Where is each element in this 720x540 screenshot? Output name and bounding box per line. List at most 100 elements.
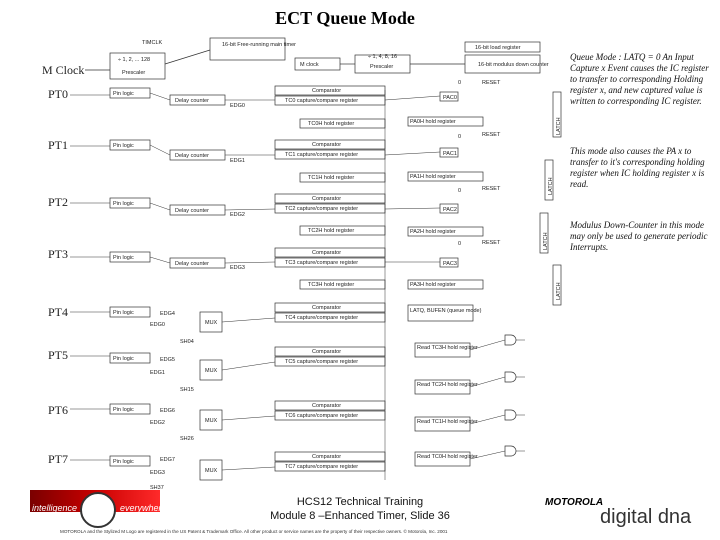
load-register-box <box>464 41 541 53</box>
pin-logic-4: Pin logic <box>113 310 134 316</box>
delay-counter-1: Delay counter <box>175 153 209 159</box>
tc4-register: TC4 capture/compare register <box>285 315 358 321</box>
prescaler1-div: ÷ 1, 2, ... 128 <box>118 57 150 63</box>
edg7-label: EDG7 <box>160 457 175 463</box>
brand-right: everywhere™ <box>120 503 176 513</box>
mux-4: MUX <box>205 320 218 326</box>
label-pt1: PT1 <box>48 138 69 152</box>
tc1-register: TC1 capture/compare register <box>285 152 358 158</box>
slide-title: ECT Queue Mode <box>275 8 415 28</box>
latq-label: LATQ, BUFEN (queue mode) <box>410 308 482 314</box>
reset-1: RESET <box>482 132 501 138</box>
latch-3: LATCH <box>556 282 562 300</box>
edg4-label: EDG4 <box>160 311 175 317</box>
pac0-label: PAC0 <box>443 95 457 101</box>
mux-7: MUX <box>205 468 218 474</box>
zero-2: 0 <box>458 188 461 194</box>
read-tc3h: Read TC3H hold register <box>417 345 478 351</box>
label-pt5: PT5 <box>48 348 69 362</box>
latch-0: LATCH <box>556 117 562 135</box>
pa2h-register: PA2H hold register <box>410 229 456 235</box>
read-tc0h: Read TC0H hold register <box>417 454 478 460</box>
latch-1: LATCH <box>548 177 554 195</box>
motorola-logo-icon <box>80 492 116 528</box>
tc3-register: TC3 capture/compare register <box>285 260 358 266</box>
label-pt7: PT7 <box>48 452 69 466</box>
tc5-register: TC5 capture/compare register <box>285 359 358 365</box>
load-register-label: 16-bit load register <box>475 45 521 51</box>
tc0h-register: TC0H hold register <box>308 121 354 127</box>
modulus-label: 16-bit modulus down counter <box>478 62 549 68</box>
pa0h-register: PA0H hold register <box>410 119 456 125</box>
label-pt6: PT6 <box>48 403 69 417</box>
main-timer-box <box>209 37 286 61</box>
tc0-register: TC0 capture/compare register <box>285 98 358 104</box>
zero-1: 0 <box>458 134 461 140</box>
comparator-3: Comparator <box>312 250 341 256</box>
comparator-2: Comparator <box>312 196 341 202</box>
edg0-label: EDG0 <box>230 103 245 109</box>
tc2-register: TC2 capture/compare register <box>285 206 358 212</box>
prescaler1-box <box>109 52 166 80</box>
tc2h-register: TC2H hold register <box>308 228 354 234</box>
latch-2: LATCH <box>543 232 549 250</box>
reset-3: RESET <box>482 240 501 246</box>
footer-line1: HCS12 Technical Training <box>296 496 424 508</box>
footer-line2: Module 8 –Enhanced Timer, Slide 36 <box>270 510 450 522</box>
note-pa-transfer: This mode also causes the PA x to transf… <box>570 146 705 189</box>
comparator-0: Comparator <box>312 88 341 94</box>
prescaler2-label: Prescaler <box>370 64 393 70</box>
prescaler1-label: Prescaler <box>122 70 145 76</box>
zero-0: 0 <box>458 80 461 86</box>
comparator-5: Comparator <box>312 349 341 355</box>
reset-2: RESET <box>482 186 501 192</box>
mux-6: MUX <box>205 418 218 424</box>
edg6-label: EDG6 <box>160 408 175 414</box>
tc6-register: TC6 capture/compare register <box>285 413 358 419</box>
brand-left: intelligence <box>32 503 78 513</box>
prescaler2-div: ÷ 1, 4, 8, 16 <box>368 54 397 60</box>
label-pt0: PT0 <box>48 87 69 101</box>
pin-logic-5: Pin logic <box>113 356 134 362</box>
timclk-label: TIMCLK <box>142 40 163 46</box>
legal-text: MOTOROLA and the Stylized M Logo are reg… <box>60 529 448 534</box>
tc7-register: TC7 capture/compare register <box>285 464 358 470</box>
delay-counter-0: Delay counter <box>175 98 209 104</box>
reset-0: RESET <box>482 80 501 86</box>
pac1-label: PAC1 <box>443 151 457 157</box>
label-pt4: PT4 <box>48 305 69 319</box>
pin-logic-1: Pin logic <box>113 143 134 149</box>
read-tc2h: Read TC2H hold register <box>417 382 478 388</box>
digitaldna-logo: digital dna <box>600 506 692 528</box>
note-modulus: Modulus Down-Counter in this mode may on… <box>570 220 708 252</box>
label-pt3: PT3 <box>48 247 69 261</box>
edg2-mux-label: EDG2 <box>150 420 165 426</box>
sh37-label: SH37 <box>150 485 164 491</box>
pin-logic-6: Pin logic <box>113 407 134 413</box>
edg1-label: EDG1 <box>230 158 245 164</box>
note-queue-mode: Queue Mode : LATQ = 0 An Input Capture x… <box>570 52 709 106</box>
comparator-7: Comparator <box>312 454 341 460</box>
pa-blocks <box>407 91 484 467</box>
pac3-label: PAC3 <box>443 261 457 267</box>
mux-5: MUX <box>205 368 218 374</box>
mclock-label: M clock <box>300 62 319 68</box>
edg3-label: EDG3 <box>230 265 245 271</box>
sh04-label: SH04 <box>180 339 194 345</box>
edg2-label: EDG2 <box>230 212 245 218</box>
edg3-mux-label: EDG3 <box>150 470 165 476</box>
zero-3: 0 <box>458 241 461 247</box>
pin-logic-7: Pin logic <box>113 459 134 465</box>
read-tc1h: Read TC1H hold register <box>417 419 478 425</box>
sh15-label: SH15 <box>180 387 194 393</box>
tc1h-register: TC1H hold register <box>308 175 354 181</box>
pin-logic-0: Pin logic <box>113 91 134 97</box>
pa1h-register: PA1H hold register <box>410 174 456 180</box>
label-mclock: M Clock <box>42 63 85 77</box>
pa3h-register: PA3H hold register <box>410 282 456 288</box>
tc3h-register: TC3H hold register <box>308 282 354 288</box>
delay-counter-3: Delay counter <box>175 261 209 267</box>
sh26-label: SH26 <box>180 436 194 442</box>
pin-logic-3: Pin logic <box>113 255 134 261</box>
